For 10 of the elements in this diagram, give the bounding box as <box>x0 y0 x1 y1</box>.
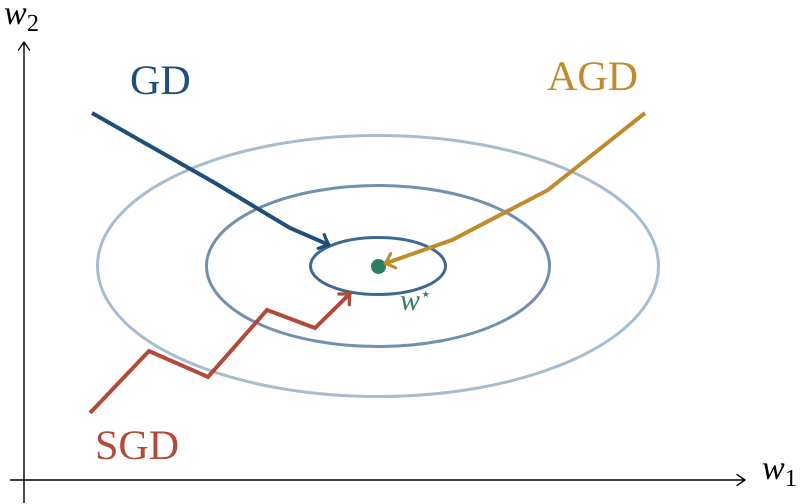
inner-contour-ellipse <box>309 236 447 296</box>
path-label: SGD <box>95 424 180 466</box>
axis-label: w$_{2}$ <box>4 0 39 36</box>
path-label: AGD <box>547 56 638 98</box>
axis-label: w$_{1}$ <box>762 452 797 492</box>
outer-contour-ellipse <box>96 134 660 398</box>
optimum-label: w$^{⋆}$ <box>400 286 432 316</box>
path-label: GD <box>130 60 191 102</box>
optimum-dot <box>370 258 386 274</box>
middle-contour-ellipse <box>205 184 551 348</box>
